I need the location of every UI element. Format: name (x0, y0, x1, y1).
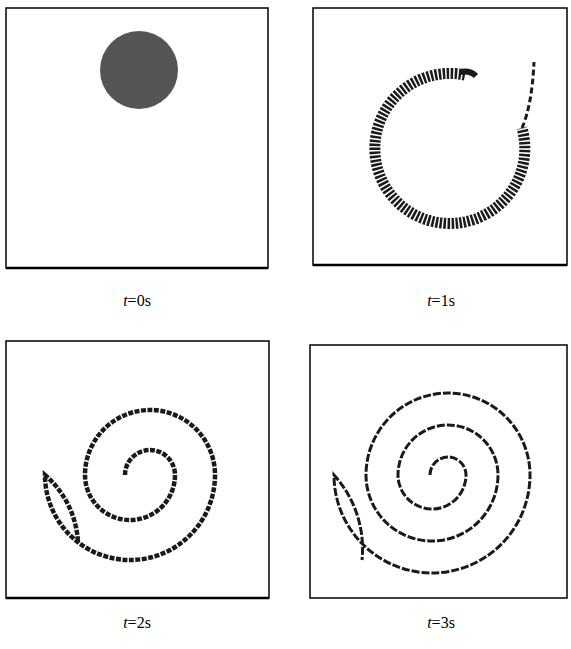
time-label: t=2s (123, 614, 151, 632)
spiral-trace (334, 393, 530, 573)
panel-frame (6, 341, 269, 598)
spiral-trace (45, 410, 215, 560)
panel-frame (6, 8, 268, 268)
time-label: t=0s (123, 292, 151, 310)
time-label: t=1s (427, 292, 455, 310)
time-label: t=3s (427, 614, 455, 632)
panel-frame (310, 345, 567, 598)
panel-frame (313, 8, 567, 265)
dye-disc (100, 31, 178, 109)
stretched-blob (375, 62, 534, 223)
